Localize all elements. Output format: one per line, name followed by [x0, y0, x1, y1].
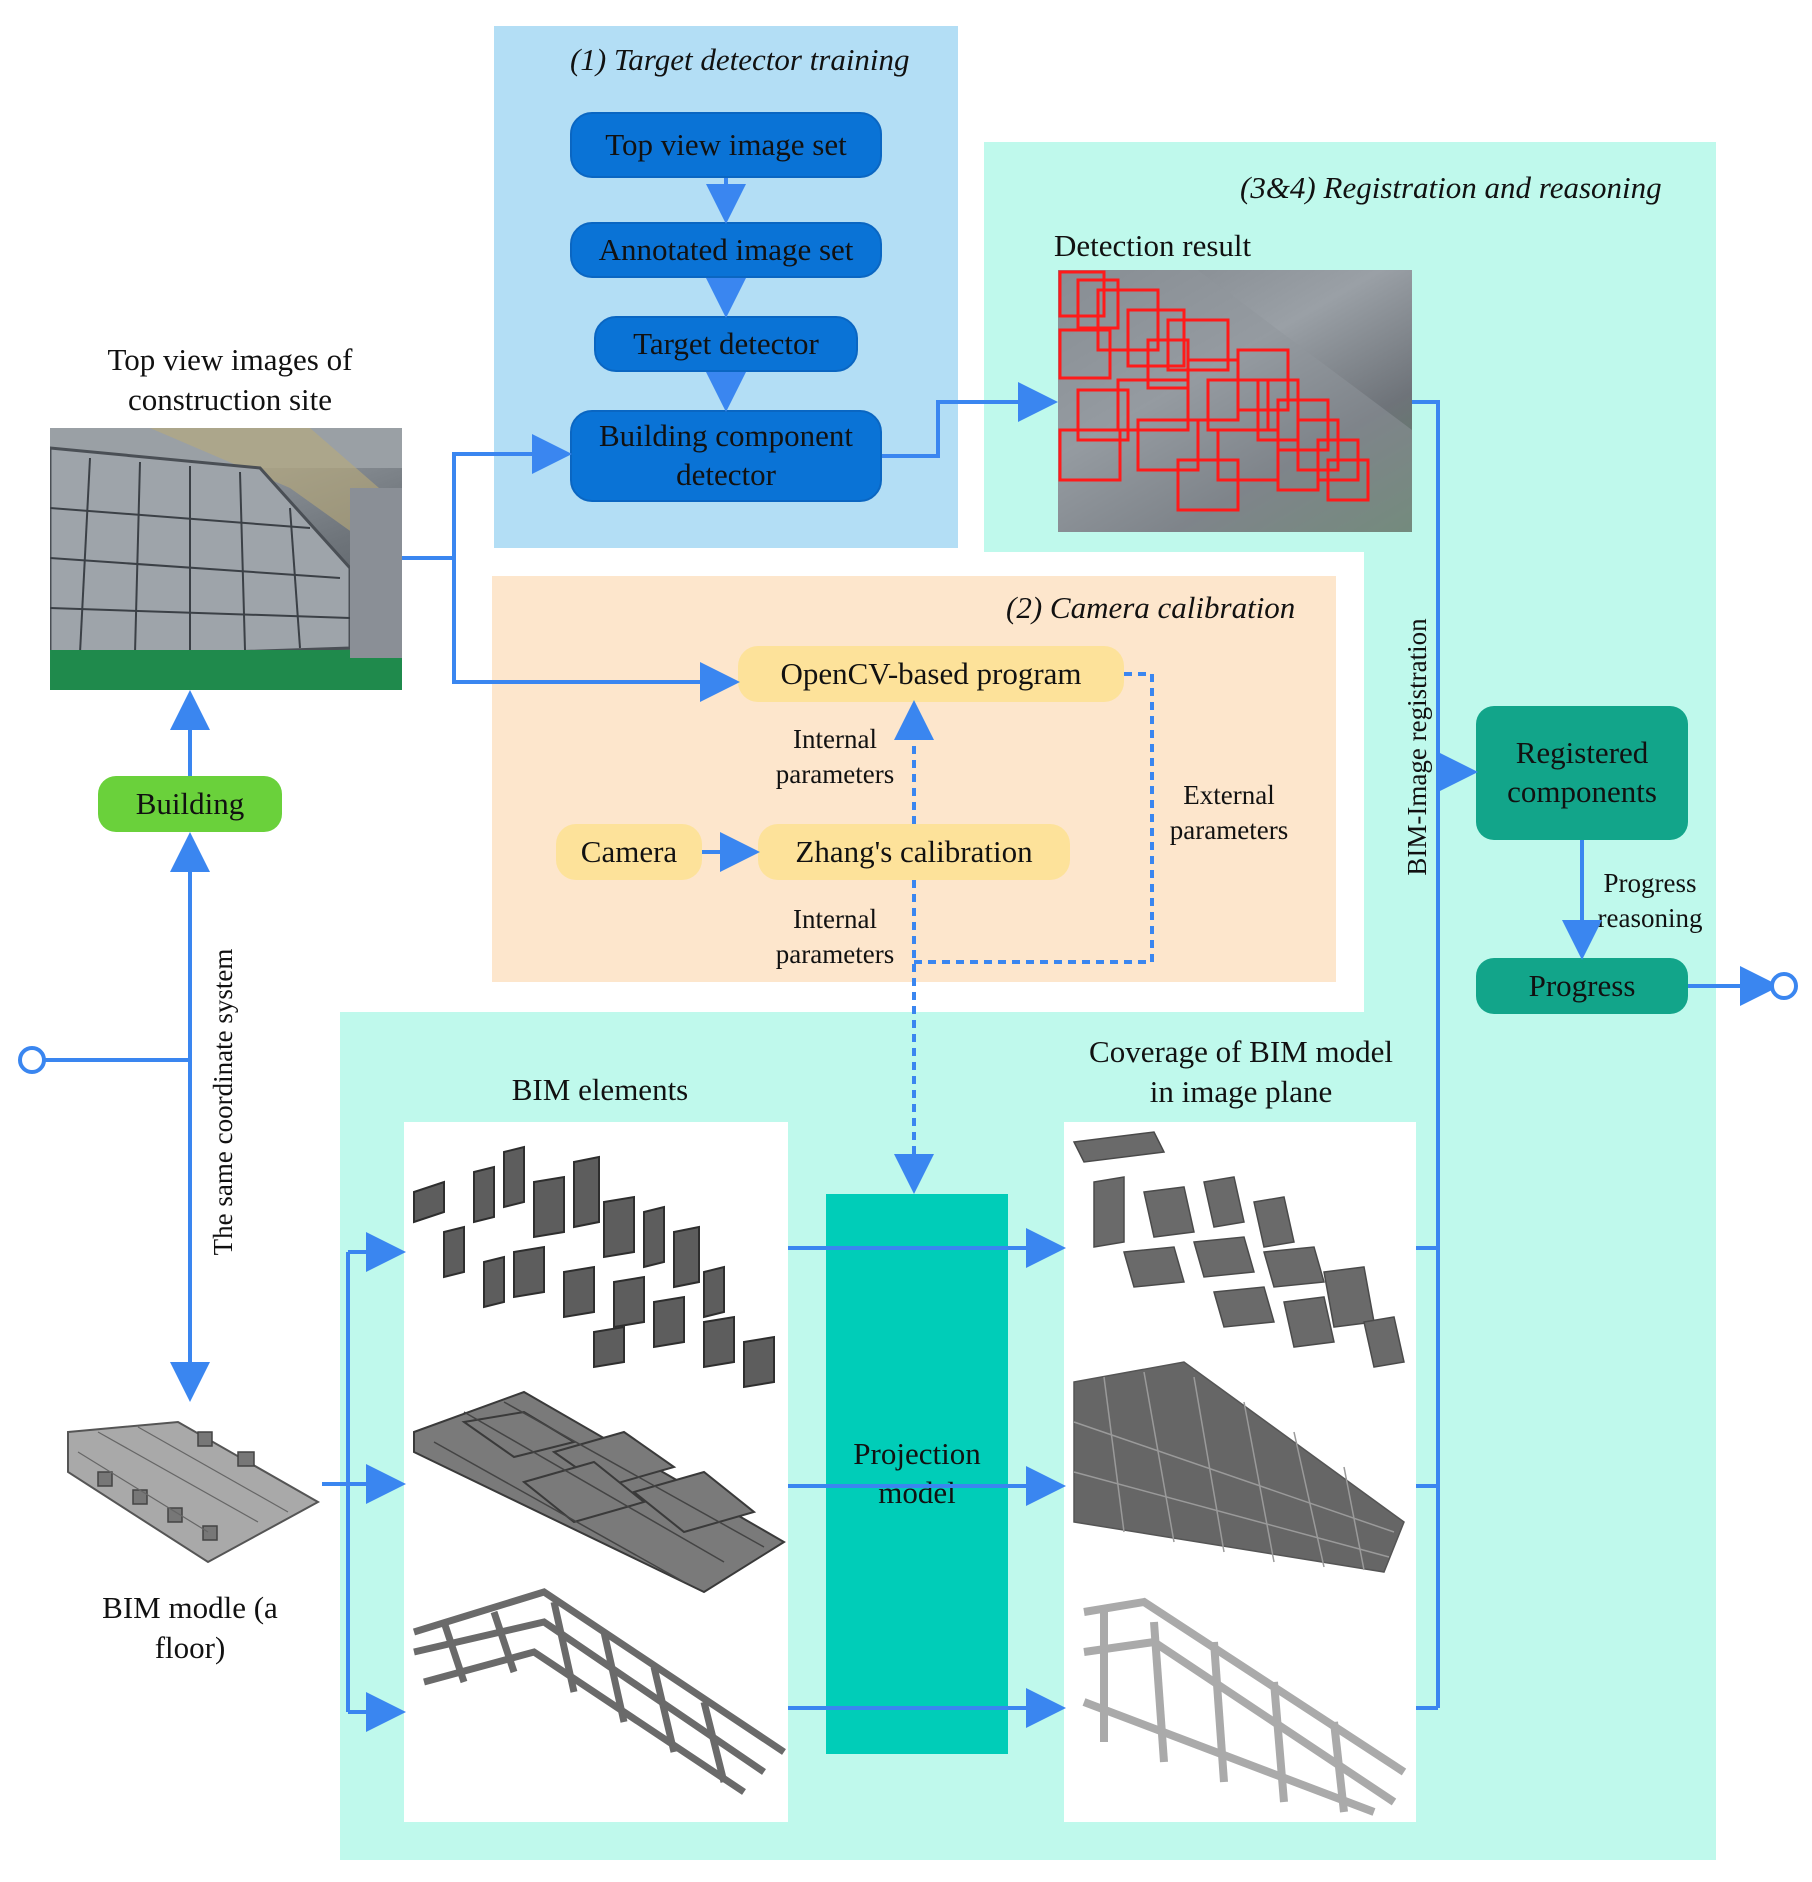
annotated-image-set-node: Annotated image set: [570, 222, 882, 278]
construction-site-photo: [50, 428, 402, 690]
bim-floor-illustration: [67, 1420, 321, 1564]
top-view-image-set-node: Top view image set: [570, 112, 882, 178]
progress-reasoning-label: Progress reasoning: [1597, 868, 1703, 934]
coverage-illustration: [1072, 1131, 1407, 1816]
start-node-circle: [18, 1046, 46, 1074]
top-view-images-label: Top view images of construction site: [107, 342, 353, 418]
coverage-image: [1064, 1122, 1416, 1822]
registered-components-node: Registered components: [1476, 706, 1688, 840]
opencv-program-node: OpenCV-based program: [738, 646, 1124, 702]
arrow-photo-to-opencv: [452, 558, 740, 702]
coverage-label: Coverage of BIM model in image plane: [1089, 1034, 1393, 1110]
bim-model-label: BIM modle (a floor): [102, 1590, 278, 1666]
camera-calibration-title: (2) Camera calibration: [1006, 590, 1296, 625]
construction-site-illustration: [50, 428, 402, 690]
detection-result-image: [1058, 270, 1412, 532]
projection-model-node: Projection model: [826, 1194, 1008, 1754]
target-detector-node: Target detector: [594, 316, 858, 372]
registration-title: (3&4) Registration and reasoning: [1240, 170, 1662, 205]
detection-boxes-illustration: [1058, 270, 1412, 532]
detection-result-label: Detection result: [1054, 228, 1252, 263]
internal-parameters-bottom-label: Internal parameters: [775, 904, 895, 970]
bim-elements-label: BIM elements: [511, 1072, 689, 1107]
building-node: Building: [98, 776, 282, 832]
dashed-external-params: [914, 672, 1154, 964]
target-detector-title: (1) Target detector training: [570, 42, 910, 77]
arrow-detector-to-result: [882, 382, 1058, 458]
registration-trunk: [1412, 400, 1440, 1708]
bim-floor-model: [58, 1412, 322, 1572]
progress-node: Progress: [1476, 958, 1688, 1014]
zhang-calibration-node: Zhang's calibration: [758, 824, 1070, 880]
camera-node: Camera: [556, 824, 702, 880]
arrow-photo-to-detector: [402, 434, 572, 560]
external-parameters-label: External parameters: [1169, 780, 1289, 846]
internal-parameters-top-label: Internal parameters: [775, 724, 895, 790]
bim-elements-image: [404, 1122, 788, 1822]
building-component-detector-node: Building component detector: [570, 410, 882, 502]
end-node-circle: [1770, 972, 1798, 1000]
bim-elements-illustration: [412, 1145, 786, 1795]
